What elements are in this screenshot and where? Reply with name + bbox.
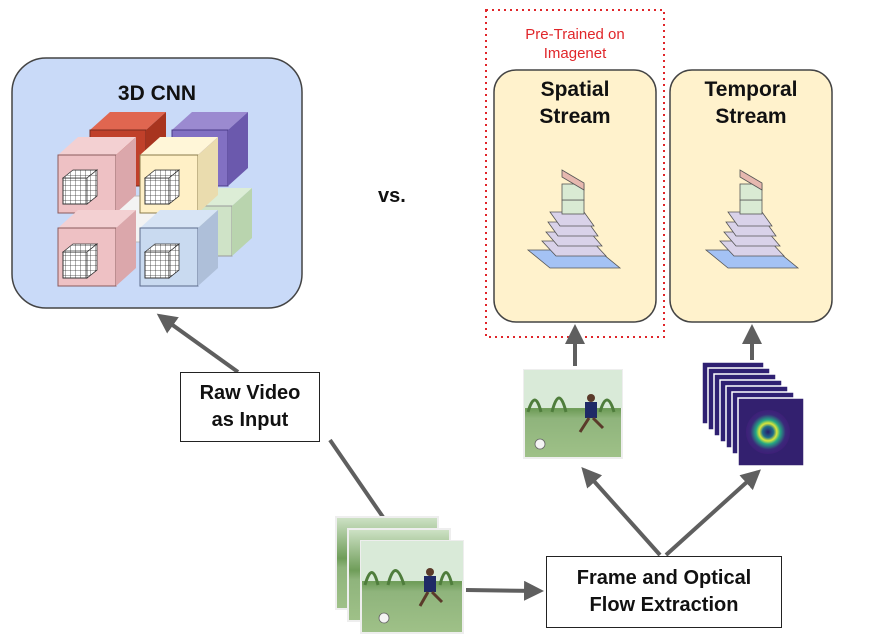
pretrained-note: Pre-Trained on Imagenet <box>525 26 625 62</box>
rgb-frame-image <box>523 369 623 459</box>
arrow-extraction-to-frame <box>581 467 662 557</box>
spatial-stream-title: Spatial Stream <box>494 76 656 130</box>
spatial-network-stack-icon <box>526 169 622 269</box>
optical-flow-stack-icon <box>701 361 805 467</box>
raw-video-input-box: Raw Video as Input <box>180 372 320 442</box>
soccer-player-image <box>361 541 463 624</box>
cube-pink-bottom <box>57 210 136 287</box>
frame-optical-flow-extraction-box: Frame and Optical Flow Extraction <box>546 556 782 628</box>
temporal-network-stack-icon <box>704 169 800 269</box>
vs-label: vs. <box>378 185 406 207</box>
temporal-title-line2: Stream <box>715 105 787 128</box>
arrow-video-to-rawlabel <box>328 438 387 522</box>
cnn-panel-title: 3D CNN <box>117 82 197 105</box>
arrow-rawlabel-to-cnn <box>156 313 240 374</box>
cube-yellow <box>139 137 218 214</box>
cube-pink-top <box>57 137 136 214</box>
temporal-title-line1: Temporal <box>704 78 798 101</box>
spatial-title-line1: Spatial <box>540 78 610 101</box>
arrow-video-to-extraction <box>465 580 544 601</box>
spatial-title-line2: Stream <box>539 105 611 128</box>
cube-blue <box>139 210 218 287</box>
arrows <box>156 313 762 601</box>
video-frame-stack-icon <box>335 516 464 634</box>
temporal-stream-title: Temporal Stream <box>670 76 832 130</box>
arrow-extraction-to-flow <box>664 469 761 557</box>
3d-cube-cluster-icon <box>57 112 252 287</box>
